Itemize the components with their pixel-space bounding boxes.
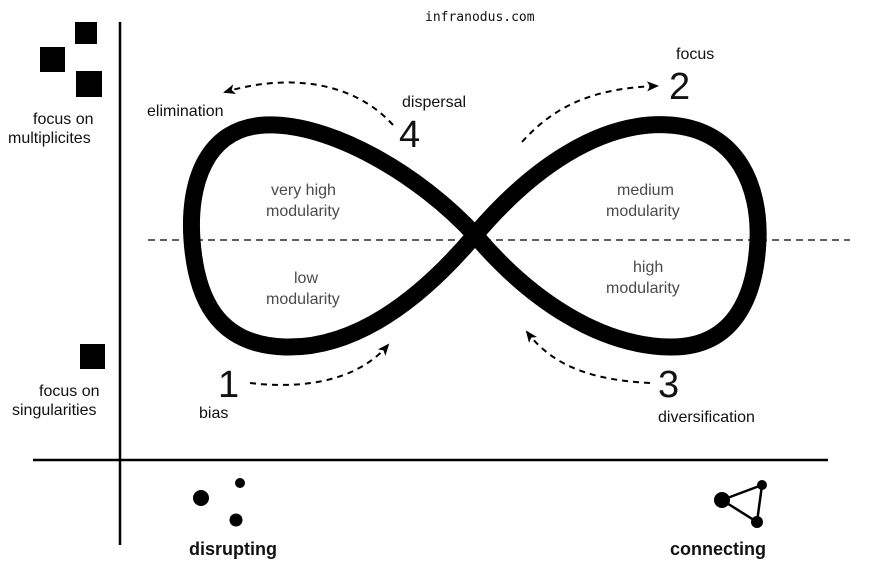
stage-2-label: focus <box>676 46 715 63</box>
y-axis-bottom-label-line2: singularities <box>12 402 97 419</box>
single-square-icon <box>80 344 105 369</box>
arrow-diversification-back <box>525 330 651 384</box>
arrow-dispersal-to-elimination <box>223 81 394 126</box>
stage-3-label: diversification <box>658 409 755 426</box>
watermark: infranodus.com <box>425 10 535 25</box>
region-lower-left-line1: low <box>294 270 319 287</box>
stage-4-number: 4 <box>399 114 421 156</box>
region-upper-left-line2: modularity <box>266 203 340 220</box>
elimination-label: elimination <box>147 103 224 120</box>
region-lower-left-line2: modularity <box>266 291 340 308</box>
region-upper-left-line1: very high <box>271 182 336 199</box>
region-lower-right-line1: high <box>633 259 664 276</box>
region-upper-right-line1: medium <box>617 182 674 199</box>
stage-1-number: 1 <box>218 364 240 406</box>
connected-triangle-graph-icon <box>714 480 767 528</box>
y-axis-top-label-line2: multiplicites <box>8 130 91 147</box>
x-axis-right-label: connecting <box>670 539 767 559</box>
scattered-nodes-icon <box>193 478 245 527</box>
infinity-loop <box>182 116 767 356</box>
stage-4-label: dispersal <box>402 94 467 111</box>
y-axis-top-label-line1: focus on <box>33 111 94 128</box>
stage-2-number: 2 <box>669 66 691 108</box>
region-upper-right-line2: modularity <box>606 203 680 220</box>
region-lower-right-line2: modularity <box>606 280 680 297</box>
x-axis-left-label: disrupting <box>189 539 277 559</box>
stage-3-number: 3 <box>658 364 680 406</box>
stage-1-label: bias <box>199 405 229 422</box>
arrow-bias-to-lower-left <box>249 343 390 386</box>
arrow-to-focus <box>521 81 659 143</box>
y-axis-bottom-label-line1: focus on <box>39 383 100 400</box>
